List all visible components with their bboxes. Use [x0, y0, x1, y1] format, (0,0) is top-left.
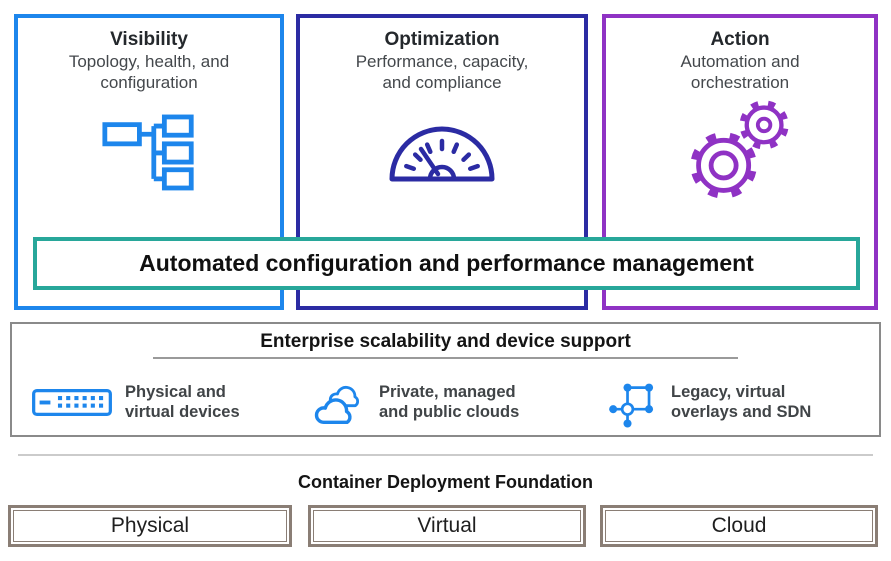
label-line: Physical and	[125, 382, 226, 401]
pillar-title: Action	[710, 29, 770, 50]
pillar-subtitle-line: orchestration	[690, 72, 790, 92]
foundation-title: Container Deployment Foundation	[298, 472, 593, 492]
scalability-item-label: Private, managed and public clouds	[379, 382, 519, 422]
foundation-box-cloud: Cloud	[600, 505, 878, 547]
pillar-subtitle: Automation and orchestration	[606, 52, 874, 93]
scalability-item-label: Physical and virtual devices	[125, 382, 240, 422]
foundation-box-label: Virtual	[417, 514, 477, 537]
automation-banner-label: Automated configuration and performance …	[139, 250, 754, 276]
label-line: and public clouds	[379, 403, 520, 421]
topology-icon	[18, 111, 280, 193]
pillar-subtitle-line: Performance, capacity,	[355, 51, 529, 71]
automation-banner: Automated configuration and performance …	[33, 237, 860, 290]
foundation-box-physical: Physical	[8, 505, 292, 547]
sdn-network-icon	[606, 375, 658, 429]
pillar-subtitle-line: Automation and	[680, 51, 800, 71]
cloud-icon	[312, 380, 366, 425]
label-line: virtual devices	[125, 403, 240, 421]
scalability-item-label: Legacy, virtual overlays and SDN	[671, 382, 811, 422]
foundation-box-virtual: Virtual	[308, 505, 586, 547]
pillar-subtitle-line: and compliance	[382, 72, 502, 92]
scalability-item-clouds: Private, managed and public clouds	[312, 376, 519, 428]
scalability-item-sdn: Legacy, virtual overlays and SDN	[606, 376, 811, 428]
pillar-subtitle-line: configuration	[100, 72, 198, 92]
pillar-subtitle: Performance, capacity, and compliance	[300, 52, 584, 93]
foundation-box-label: Cloud	[711, 514, 767, 537]
gauge-icon	[300, 121, 584, 185]
pillar-title: Optimization	[384, 29, 500, 50]
scalability-panel: Enterprise scalability and device suppor…	[10, 322, 881, 437]
foundation-box-label: Physical	[110, 514, 190, 537]
gears-icon	[606, 96, 874, 202]
pillar-subtitle: Topology, health, and configuration	[18, 52, 280, 93]
network-switch-icon	[32, 388, 112, 416]
label-line: overlays and SDN	[671, 403, 812, 421]
label-line: Private, managed	[379, 382, 516, 401]
label-line: Legacy, virtual	[671, 382, 786, 401]
section-divider	[18, 454, 873, 456]
scalability-item-devices: Physical and virtual devices	[32, 376, 240, 428]
scalability-title: Enterprise scalability and device suppor…	[260, 331, 631, 352]
pillar-subtitle-line: Topology, health, and	[68, 51, 230, 71]
title-underline	[153, 357, 738, 359]
pillar-title: Visibility	[110, 29, 188, 50]
